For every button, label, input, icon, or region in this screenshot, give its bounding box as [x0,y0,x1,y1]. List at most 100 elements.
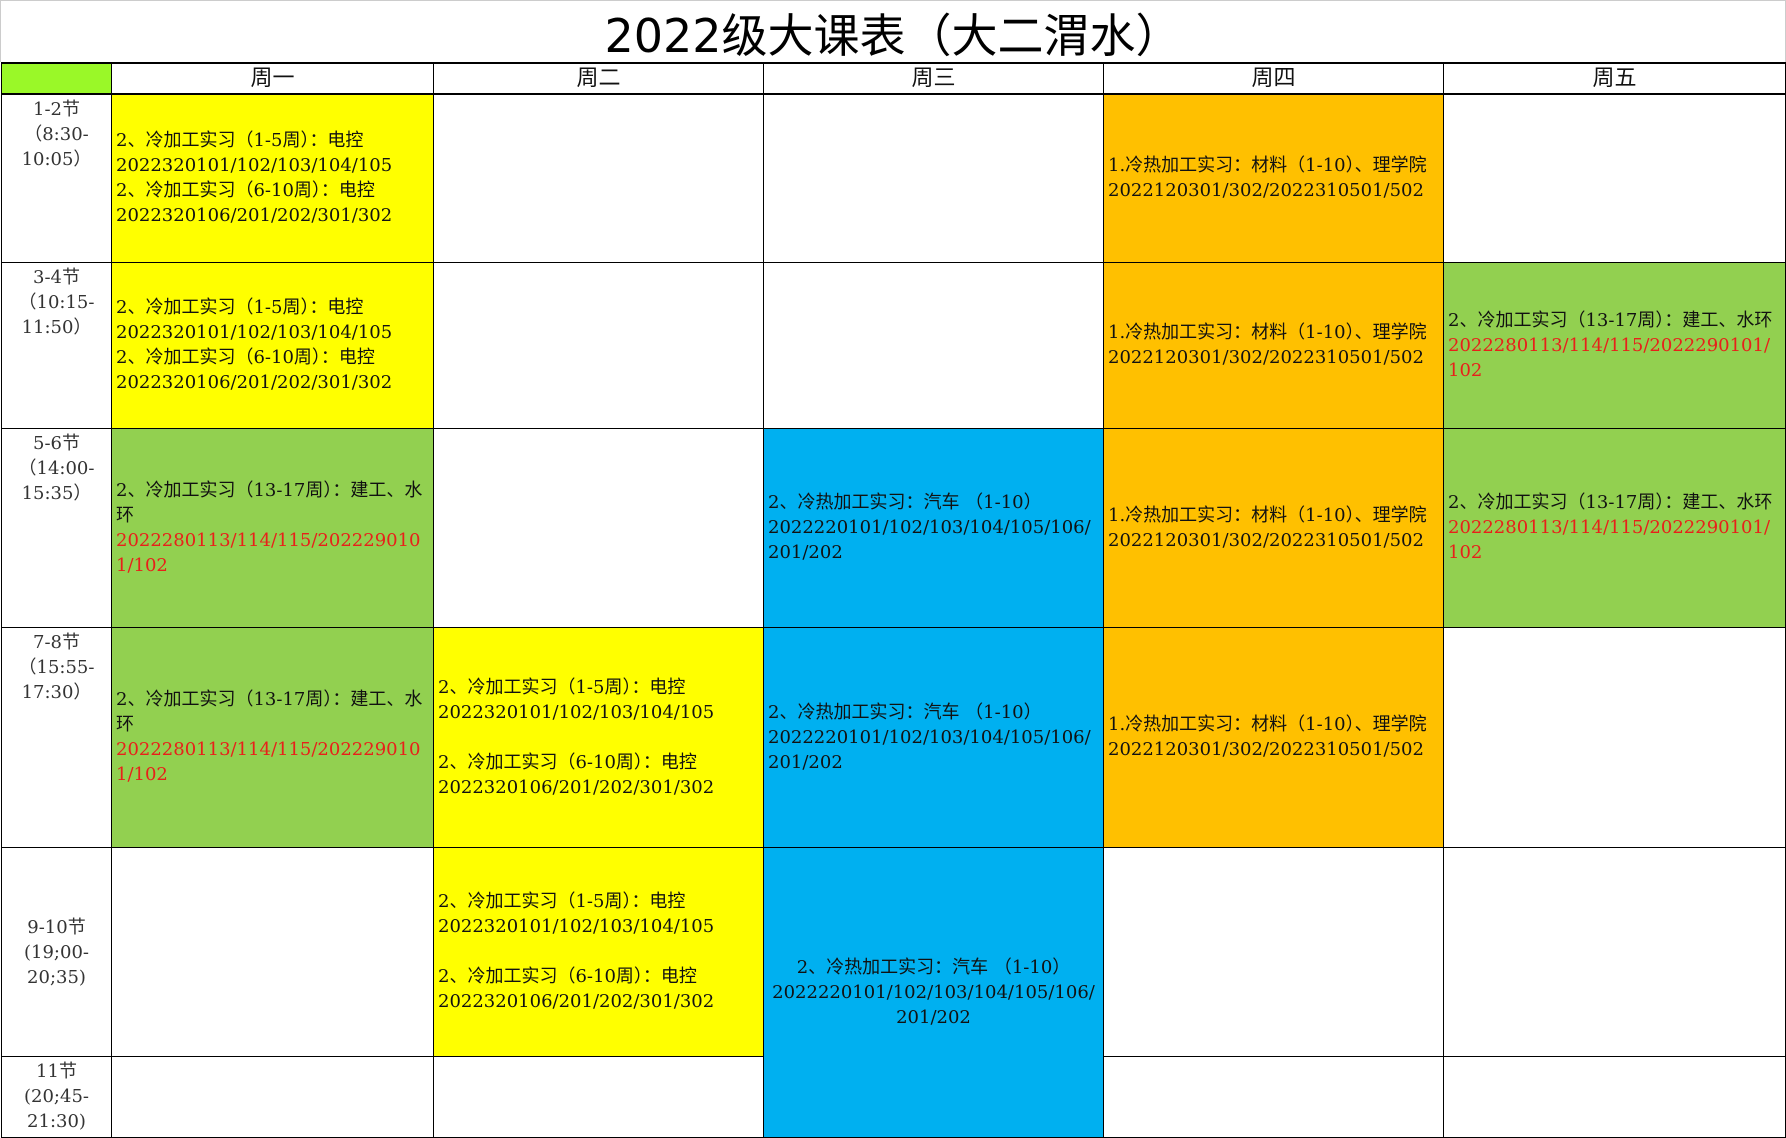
period-text: 9-10节 [27,917,86,938]
day-header: 周五 [1443,62,1786,95]
class-cell[interactable] [1103,1055,1444,1138]
course-text: 2、冷加工实习（13-17周）：建工、水环 [116,689,423,735]
period-text: （8:30- [24,124,89,145]
class-cell[interactable]: 2、冷热加工实习：汽车 （1-10）2022220101/102/103/104… [763,846,1104,1138]
class-cell[interactable] [1443,93,1786,263]
day-header: 周一 [111,62,434,95]
class-cell[interactable]: 1.冷热加工实习：材料（1-10）、理学院 2022120301/302/2022… [1103,427,1444,628]
course-text: 2022320106/201/202/301/302 [438,776,715,798]
course-text: 1.冷热加工实习：材料（1-10）、理学院 [1108,155,1427,177]
period-text: 17:30） [21,681,92,703]
class-cell[interactable] [111,846,434,1057]
course-text [438,939,759,964]
period-row: 11节 (20;45- 21:30) [1,1055,1786,1138]
course-text: 2022320106/201/202/301/302 [116,205,393,227]
course-text: 2、冷加工实习（6-10周）：电控 [116,347,375,368]
class-cell[interactable]: 2、冷加工实习（1-5周）：电控 2022320101/102/103/104/1… [433,846,764,1057]
course-text: 1.冷热加工实习：材料（1-10）、理学院 [1108,504,1427,526]
course-text: 2022320101/102/103/104/105 [438,916,715,937]
period-text: 20;35) [27,967,86,988]
period-label: 1-2节 （8:30- 10:05） [1,93,112,263]
period-row: 9-10节 (19;00- 20;35) 2、冷加工实习（1-5周）：电控 202232… [1,846,1786,1138]
day-header: 周三 [763,62,1104,95]
course-text: 2、冷加工实习（1-5周）：电控 [438,676,686,698]
header-row: 周一 周二 周三 周四 周五 [1,62,1786,95]
class-cell[interactable] [433,93,764,263]
course-text: 1.冷热加工实习：材料（1-10）、理学院 [1108,322,1427,343]
period-text: 11:50） [21,316,92,338]
class-cell[interactable]: 2、冷热加工实习：汽车 （1-10）2022220101/102/103/104… [763,427,1104,628]
course-text: 2022220101/102/103/104/105/106/201/202 [768,726,1091,773]
period-text: (19;00- [24,942,89,963]
course-text: 2、冷热加工实习：汽车 （1-10） [768,701,1042,723]
period-label: 5-6节 （14:00- 15:35） [1,427,112,628]
course-text: 2、冷加工实习（1-5周）：电控 [116,297,364,318]
period-label: 3-4节 （10:15- 11:50） [1,261,112,429]
class-cell[interactable] [1103,846,1444,1057]
class-cell[interactable]: 2、冷加工实习（1-5周）：电控 2022320101/102/103/104/1… [111,261,434,429]
class-numbers: 2022280113/114/115/2022290101/102 [116,739,421,785]
course-text: 2、冷加工实习（13-17周）：建工、水环 [116,479,423,526]
period-row: 1-2节 （8:30- 10:05） 2、冷加工实习（1-5周）：电控 20223201… [1,93,1786,263]
period-text: 15:35） [21,482,92,504]
period-text: 3-4节 [33,266,80,288]
period-text: 7-8节 [33,631,80,653]
course-text: 2022220101/102/103/104/105/106/201/202 [768,517,1091,563]
period-text: （10:15- [18,291,95,313]
period-text: 10:05） [21,149,92,170]
class-cell[interactable] [1443,626,1786,848]
class-cell[interactable] [433,1055,764,1138]
period-label: 7-8节 （15:55- 17:30） [1,626,112,848]
class-cell[interactable] [111,1055,434,1138]
period-text: 21:30) [27,1110,86,1132]
class-numbers: 2022280113/114/115/2022290101/102 [1448,334,1771,381]
class-cell[interactable] [763,93,1104,263]
course-text: 2022120301/302/2022310501/502 [1108,180,1424,202]
page-title: 2022级大课表（大二渭水） [0,0,1786,63]
course-text: 2022120301/302/2022310501/502 [1108,529,1424,551]
class-cell[interactable]: 2、冷加工实习（13-17周）：建工、水环 2022280113/114/115/… [1443,261,1786,429]
period-text: 5-6节 [33,432,80,454]
class-cell[interactable] [1443,1055,1786,1138]
course-text: 2、冷加工实习（1-5周）：电控 [116,130,364,152]
course-text: 2、冷加工实习（1-5周）：电控 [438,891,686,912]
course-text: 2022320106/201/202/301/302 [438,991,715,1012]
class-numbers: 2022280113/114/115/2022290101/102 [1448,517,1771,563]
period-text: 1-2节 [33,99,80,120]
course-text: 2022320101/102/103/104/105 [438,701,715,723]
period-text: （15:55- [18,656,95,678]
course-text: 2022320106/201/202/301/302 [116,372,393,393]
period-text: 11节 [36,1060,77,1082]
class-numbers: 2022280113/114/115/2022290101/102 [116,529,421,576]
course-text [438,725,759,750]
class-cell[interactable] [433,427,764,628]
class-cell[interactable] [763,261,1104,429]
course-text: 2、冷加工实习（6-10周）：电控 [438,966,697,987]
period-text: （14:00- [18,457,95,479]
class-cell[interactable]: 2、冷加工实习（1-5周）：电控 2022320101/102/103/104/1… [433,626,764,848]
course-text: 2022320101/102/103/104/105 [116,155,393,177]
period-label: 9-10节 (19;00- 20;35) [1,846,112,1057]
period-label: 11节 (20;45- 21:30) [1,1055,112,1138]
period-text: (20;45- [24,1085,89,1107]
period-row: 3-4节 （10:15- 11:50） 2、冷加工实习（1-5周）：电控 2022320… [1,261,1786,429]
class-cell[interactable]: 2、冷加工实习（1-5周）：电控 2022320101/102/103/104/1… [111,93,434,263]
class-cell[interactable] [1443,846,1786,1057]
course-text: 1.冷热加工实习：材料（1-10）、理学院 [1108,714,1427,735]
day-header: 周二 [433,62,764,95]
course-text: 2、冷加工实习（13-17周）：建工、水环 [1448,309,1773,331]
class-cell[interactable]: 1.冷热加工实习：材料（1-10）、理学院 2022120301/302/2022… [1103,93,1444,263]
class-cell[interactable]: 2、冷热加工实习：汽车 （1-10） 2022220101/102/103/104… [763,626,1104,848]
class-cell[interactable] [433,261,764,429]
course-text: 2、冷加工实习（6-10周）：电控 [438,751,697,773]
schedule-table: 周一 周二 周三 周四 周五 1-2节 （8:30- 10:05） 2、冷加工实习（1… [1,62,1786,1138]
course-text: 2022320101/102/103/104/105 [116,322,393,343]
course-text: 2022220101/102/103/104/105/106/201/202 [772,981,1095,1028]
